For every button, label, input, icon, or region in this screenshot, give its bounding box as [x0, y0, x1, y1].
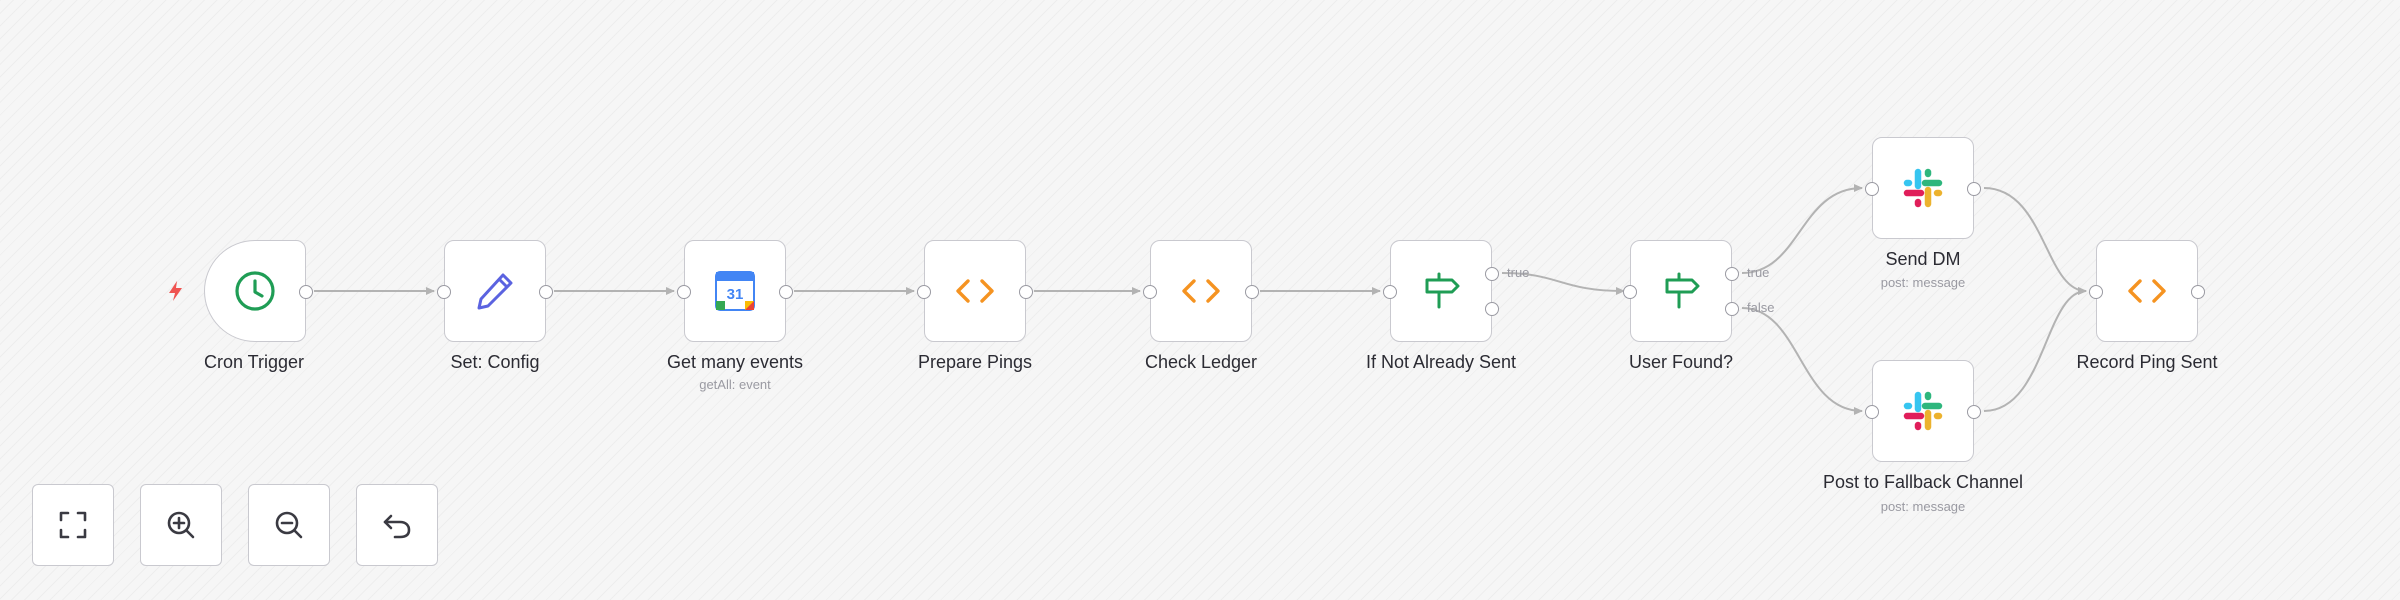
node-label: Cron Trigger: [203, 352, 305, 372]
output-port[interactable]: [1019, 285, 1033, 299]
undo-icon: [383, 514, 411, 539]
node-label: Send DM: [1885, 249, 1961, 269]
connection-fallback-to-record: [1983, 287, 2087, 412]
zoom-out-icon: [275, 511, 303, 539]
node-record-ping-sent[interactable]: [2089, 240, 2205, 342]
branch-label-false: false: [1747, 300, 1775, 315]
connection-userfound-true-to-senddm: [1741, 184, 1863, 274]
code-icon: [2128, 279, 2166, 303]
input-port[interactable]: [1383, 285, 1397, 299]
node-set-config[interactable]: [437, 240, 553, 342]
pencil-icon: [477, 273, 513, 310]
node-post-to-fallback-channel[interactable]: [1865, 360, 1981, 462]
code-icon: [956, 279, 994, 303]
output-port-true[interactable]: [1485, 267, 1499, 281]
output-port-false[interactable]: [1725, 302, 1739, 316]
zoom-in-button[interactable]: [140, 484, 222, 566]
node-sublabel: post: message: [1880, 499, 1966, 514]
output-port[interactable]: [299, 285, 313, 299]
node-sublabel: post: message: [1880, 275, 1966, 290]
node-send-dm[interactable]: [1865, 137, 1981, 239]
output-port[interactable]: [539, 285, 553, 299]
branch-label-true: true: [1507, 265, 1530, 280]
code-icon: [1182, 279, 1220, 303]
node-label: Post to Fallback Channel: [1822, 472, 2024, 492]
output-port-false[interactable]: [1485, 302, 1499, 316]
node-label: Prepare Pings: [917, 352, 1033, 372]
output-port[interactable]: [2191, 285, 2205, 299]
connection-if-true-to-userfound: [1501, 272, 1625, 295]
output-port[interactable]: [1245, 285, 1259, 299]
connection-userfound-false-to-fallback: [1741, 307, 1863, 415]
node-check-ledger[interactable]: [1143, 240, 1259, 342]
input-port[interactable]: [917, 285, 931, 299]
fullscreen-icon: [59, 511, 87, 539]
svg-text:31: 31: [727, 286, 744, 303]
output-port[interactable]: [779, 285, 793, 299]
node-cron-trigger[interactable]: [204, 240, 313, 342]
node-label: Check Ledger: [1144, 352, 1258, 372]
output-port[interactable]: [1967, 405, 1981, 419]
node-prepare-pings[interactable]: [917, 240, 1033, 342]
signpost-icon: [1425, 272, 1460, 309]
trigger-bolt-icon: [169, 281, 182, 301]
node-sublabel: getAll: event: [699, 377, 771, 392]
slack-icon: [1903, 168, 1943, 208]
output-port-true[interactable]: [1725, 267, 1739, 281]
node-label: Set: Config: [450, 352, 540, 372]
node-if-not-already-sent[interactable]: [1383, 240, 1499, 342]
node-user-found[interactable]: [1623, 240, 1739, 342]
slack-icon: [1903, 391, 1943, 431]
input-port[interactable]: [437, 285, 451, 299]
node-label: If Not Already Sent: [1365, 352, 1517, 372]
node-label: Record Ping Sent: [2076, 352, 2218, 372]
input-port[interactable]: [677, 285, 691, 299]
input-port[interactable]: [1143, 285, 1157, 299]
input-port[interactable]: [1865, 405, 1879, 419]
node-get-many-events[interactable]: 31: [677, 240, 793, 342]
node-label: Get many events: [666, 352, 804, 372]
node-label: User Found?: [1628, 352, 1734, 372]
input-port[interactable]: [1623, 285, 1637, 299]
input-port[interactable]: [1865, 182, 1879, 196]
undo-button[interactable]: [356, 484, 438, 566]
google-calendar-icon: 31: [715, 271, 755, 311]
clock-icon: [235, 271, 275, 311]
fit-view-button[interactable]: [32, 484, 114, 566]
zoom-out-button[interactable]: [248, 484, 330, 566]
signpost-icon: [1665, 272, 1700, 309]
input-port[interactable]: [2089, 285, 2103, 299]
connection-senddm-to-record: [1983, 187, 2087, 295]
zoom-in-icon: [167, 511, 195, 539]
branch-label-true: true: [1747, 265, 1770, 280]
output-port[interactable]: [1967, 182, 1981, 196]
